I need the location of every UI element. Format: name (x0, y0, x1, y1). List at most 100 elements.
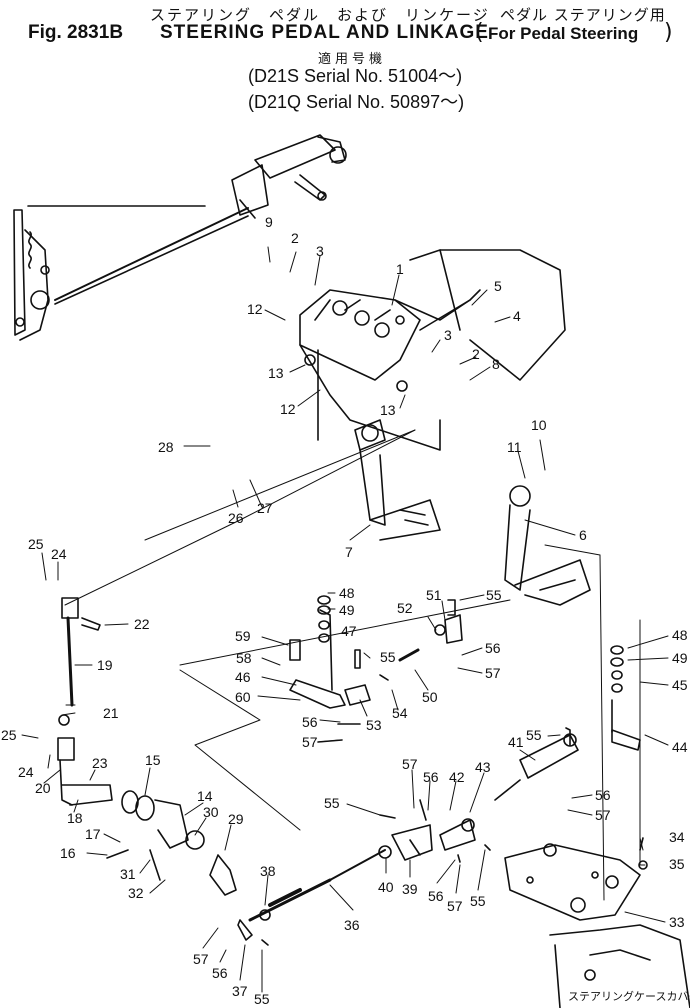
callout-part-50: 50 (422, 689, 438, 705)
callout-part-47: 47 (341, 623, 357, 639)
callout-part-14: 14 (197, 788, 213, 804)
callout-part-20: 20 (35, 780, 51, 796)
callout-part-26: 26 (228, 510, 244, 526)
callout-part-28: 28 (158, 439, 174, 455)
callout-part-12: 12 (247, 301, 263, 317)
pedal-bracket-assembly (299, 249, 566, 451)
callout-part-29: 29 (228, 811, 244, 827)
callout-part-57: 57 (485, 665, 501, 681)
callout-part-9: 9 (265, 214, 273, 230)
for-note: For Pedal Steering (488, 24, 639, 43)
callout-part-57: 57 (402, 756, 418, 772)
callout-part-55: 55 (470, 893, 486, 909)
steering-case-cover-plate (504, 837, 690, 1008)
callout-part-56: 56 (302, 714, 318, 730)
callout-part-39: 39 (402, 881, 418, 897)
callout-part-12: 12 (280, 401, 296, 417)
callout-part-34: 34 (669, 829, 685, 845)
steering-case-cover-label: ステアリングケースカバー (568, 990, 690, 1003)
callout-part-48: 48 (672, 627, 688, 643)
callout-part-56: 56 (428, 888, 444, 904)
callout-part-49: 49 (672, 650, 688, 666)
callout-part-15: 15 (145, 752, 161, 768)
callout-part-4: 4 (513, 308, 521, 324)
callout-part-35: 35 (669, 856, 685, 872)
long-reference-lines (64, 429, 641, 901)
callout-part-25: 25 (28, 536, 44, 552)
callout-part-42: 42 (449, 769, 465, 785)
callout-part-33: 33 (669, 914, 685, 930)
callout-part-8: 8 (492, 356, 500, 372)
callout-part-10: 10 (531, 417, 547, 433)
callout-part-1: 1 (396, 261, 404, 277)
callout-part-24: 24 (18, 764, 34, 780)
right-cylinder-assembly (494, 645, 641, 801)
callout-part-23: 23 (92, 755, 108, 771)
callout-leader-lines (21, 246, 669, 993)
callout-part-17: 17 (85, 826, 101, 842)
callout-part-54: 54 (392, 705, 408, 721)
callout-part-57: 57 (447, 898, 463, 914)
callout-part-19: 19 (97, 657, 113, 673)
callout-part-56: 56 (212, 965, 228, 981)
open-paren: ( (475, 20, 484, 45)
japanese-title: ステアリング ペダル および リンケージ (150, 6, 490, 24)
callout-part-43: 43 (475, 759, 491, 775)
figure-number: Fig. 2831B (28, 22, 124, 43)
callout-part-55: 55 (254, 991, 270, 1007)
callout-part-49: 49 (339, 602, 355, 618)
callout-part-52: 52 (397, 600, 413, 616)
callout-part-32: 32 (128, 885, 144, 901)
callout-part-36: 36 (344, 917, 360, 933)
callout-part-13: 13 (380, 402, 396, 418)
callout-part-46: 46 (235, 669, 251, 685)
callout-part-5: 5 (494, 278, 502, 294)
callout-part-56: 56 (423, 769, 439, 785)
callout-part-59: 59 (235, 628, 251, 644)
japanese-subtitle: ペダル ステアリング用 (500, 6, 666, 24)
left-pedal-arm (354, 419, 441, 541)
callout-part-55: 55 (324, 795, 340, 811)
serial-range-d21q: (D21Q Serial No. 50897～) (248, 92, 465, 112)
callout-part-31: 31 (120, 866, 136, 882)
callout-part-41: 41 (508, 734, 524, 750)
callout-part-56: 56 (485, 640, 501, 656)
callout-part-44: 44 (672, 739, 688, 755)
lower-linkage-rod (237, 799, 491, 946)
left-link-rod (57, 597, 237, 896)
callout-part-16: 16 (60, 845, 76, 861)
callout-part-11: 11 (507, 439, 522, 455)
center-hardware (289, 595, 463, 743)
callout-part-2: 2 (291, 230, 299, 246)
callout-part-45: 45 (672, 677, 688, 693)
callout-part-2: 2 (472, 346, 480, 362)
callout-part-30: 30 (203, 804, 219, 820)
callout-part-38: 38 (260, 863, 276, 879)
callout-part-57: 57 (595, 807, 611, 823)
callout-part-21: 21 (103, 705, 119, 721)
callout-part-37: 37 (232, 983, 248, 999)
callout-part-55: 55 (380, 649, 396, 665)
callout-part-40: 40 (378, 879, 394, 895)
callout-part-56: 56 (595, 787, 611, 803)
callout-part-7: 7 (345, 544, 353, 560)
callout-part-6: 6 (579, 527, 587, 543)
callout-part-24: 24 (51, 546, 67, 562)
callout-part-27: 27 (257, 500, 273, 516)
callout-part-57: 57 (302, 734, 318, 750)
callout-part-51: 51 (426, 587, 442, 603)
serial-range-d21s: (D21S Serial No. 51004～) (248, 66, 463, 86)
callout-part-22: 22 (134, 616, 150, 632)
callout-part-58: 58 (236, 650, 252, 666)
callout-part-3: 3 (444, 327, 452, 343)
callout-part-55: 55 (526, 727, 542, 743)
applicable-models-label: 適用号機 (318, 52, 387, 67)
close-paren: ) (664, 20, 673, 45)
callout-part-25: 25 (1, 727, 17, 743)
callout-part-55: 55 (486, 587, 502, 603)
diagram-title: STEERING PEDAL AND LINKAGE (160, 22, 489, 43)
callout-part-48: 48 (339, 585, 355, 601)
callout-part-13: 13 (268, 365, 284, 381)
